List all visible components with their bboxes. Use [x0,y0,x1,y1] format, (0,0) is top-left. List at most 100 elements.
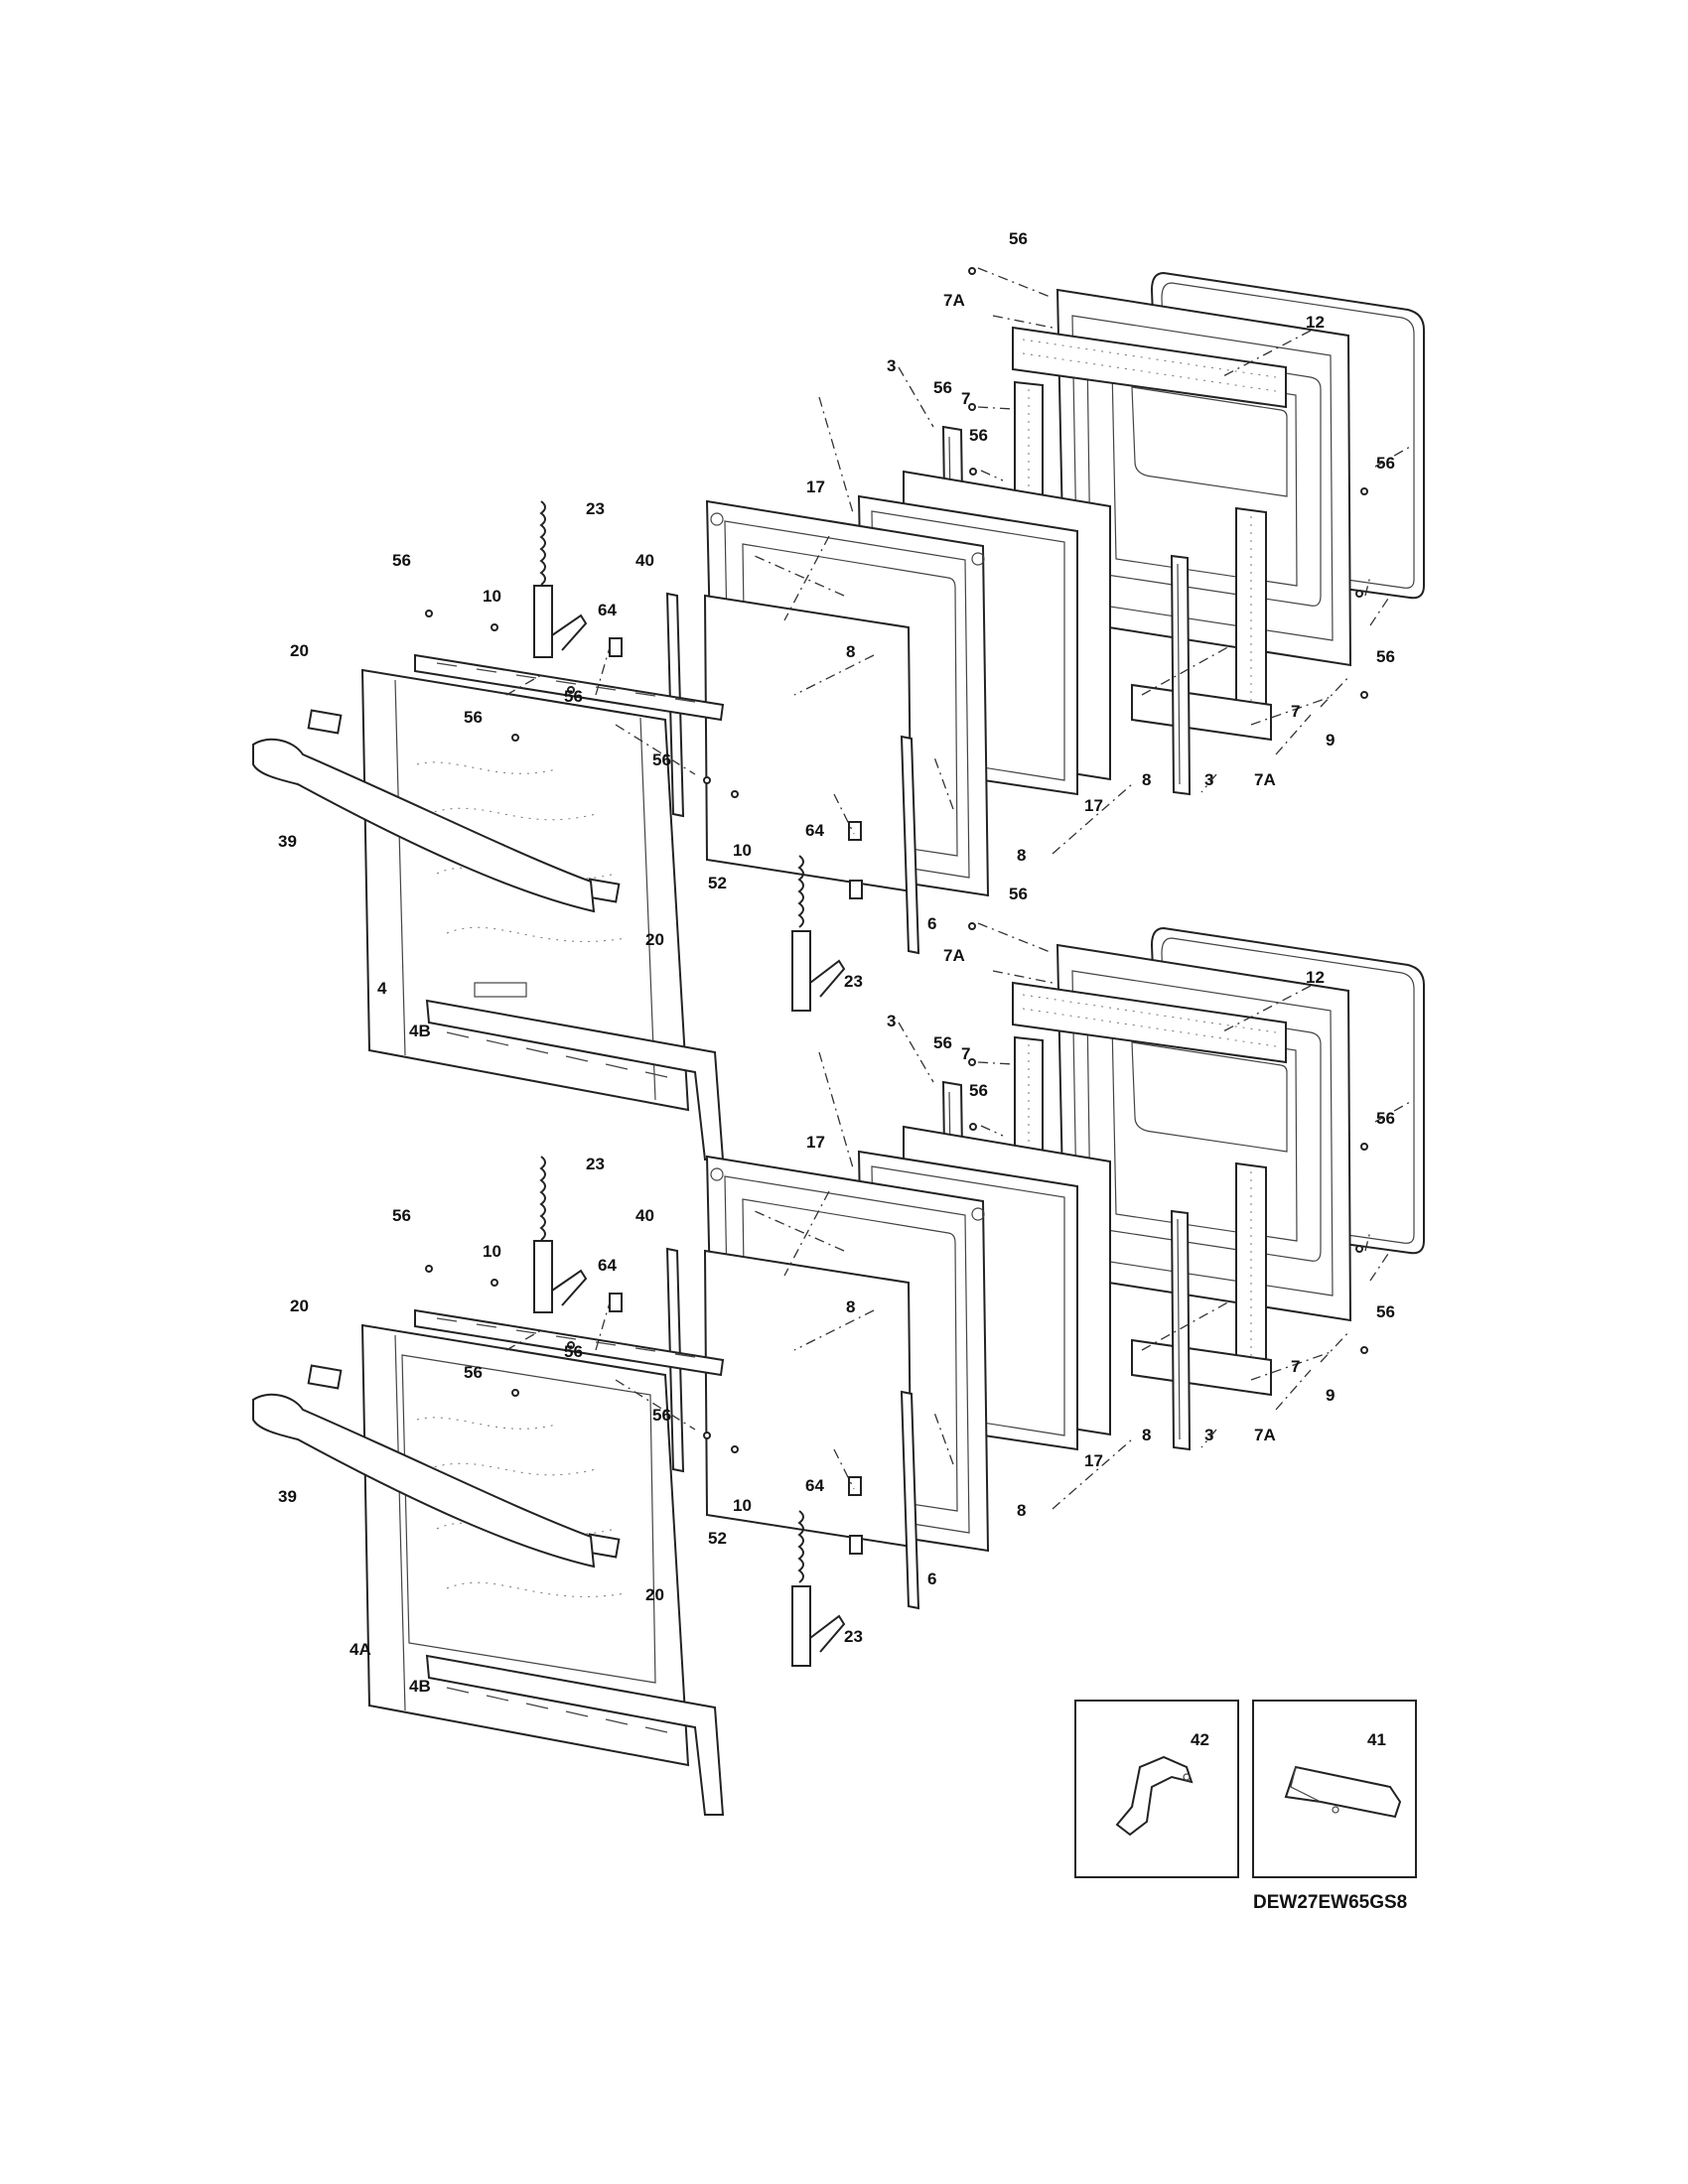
callout-labels-upper: 56 7A 12 56 3 7 56 56 23 17 56 10 40 64 … [278,229,1395,1040]
callout-label: 39 [278,1487,297,1506]
callout-label: 17 [1084,796,1103,815]
callout-label: 56 [564,1342,583,1361]
insulation-strip-bottom [1131,1338,1272,1397]
insulation-strip-top [1012,981,1287,1064]
callout-label: 39 [278,832,297,851]
door-handle [252,738,596,913]
callout-label: 23 [586,1155,605,1173]
door-bottom-trim [425,1654,725,1816]
callout-label: 20 [645,930,664,949]
screw [425,267,1368,798]
callout-label: 12 [1306,968,1325,987]
callout-label: 7A [943,946,965,965]
callout-label: 8 [1017,1501,1026,1520]
insulation-strip-top [1012,326,1287,409]
spacer-block [609,637,623,657]
callout-label: 7 [961,389,970,408]
callout-label: 56 [564,687,583,706]
callout-label: 56 [969,426,988,445]
insulation-strip-side-right [1235,1161,1267,1370]
callout-label: 7A [1254,1426,1276,1444]
callout-label: 56 [1376,454,1395,473]
callout-labels-inset: 42 41 [1191,1730,1386,1749]
callout-label: 56 [392,551,411,570]
callout-label: 17 [806,478,825,496]
callout-label: 12 [1306,313,1325,332]
lower-door-assembly [252,922,1425,1816]
callout-label: 23 [586,499,605,518]
callout-label: 8 [1017,846,1026,865]
callout-label: 4A [350,1640,371,1659]
callout-label: 4B [409,1677,431,1696]
callout-label: 7 [961,1044,970,1063]
callout-label: 3 [1204,770,1213,789]
callout-label: 56 [1009,885,1028,903]
callout-label: 7 [1291,702,1300,721]
door-channel-right [1170,554,1192,796]
spacer-block [609,1293,623,1312]
vent-left [307,709,343,735]
insulation-strip-side-right [1235,506,1267,715]
callout-label: 56 [392,1206,411,1225]
callout-label: 64 [598,601,617,619]
door-handle [252,1393,596,1569]
callout-label: 64 [598,1256,617,1275]
door-hinge-bottom [791,1510,846,1667]
callout-label: 23 [844,1627,863,1646]
callout-label: 56 [1376,1302,1395,1321]
inset-part-41 [1252,1700,1417,1878]
callout-label: 64 [805,1476,824,1495]
vent-left [307,1364,343,1390]
screw [425,922,1368,1453]
callout-label: 10 [483,587,501,606]
callout-label: 6 [927,1570,936,1588]
callout-labels-lower: 56 7A 12 56 3 7 56 56 23 17 56 10 40 64 … [278,885,1395,1696]
callout-label: 56 [652,1406,671,1425]
callout-label: 23 [844,972,863,991]
callout-label: 56 [652,751,671,769]
callout-label: 7A [1254,770,1276,789]
callout-label: 7A [943,291,965,310]
callout-label: 9 [1326,731,1335,750]
callout-label: 56 [1376,647,1395,666]
callout-label: 6 [927,914,936,933]
door-hinge-top [533,500,588,658]
callout-label: 3 [1204,1426,1213,1444]
callout-label: 56 [933,378,952,397]
door-bottom-trim [425,999,725,1160]
upper-door-assembly [252,267,1425,1160]
callout-label: 56 [933,1033,952,1052]
callout-label: 3 [887,356,896,375]
door-bracket-right [900,735,920,955]
callout-label: 40 [635,551,654,570]
callout-label: 10 [733,841,752,860]
callout-label: 42 [1191,1730,1209,1749]
door-bracket-right [900,1390,920,1610]
callout-label: 56 [1009,229,1028,248]
callout-label: 56 [1376,1109,1395,1128]
inset-part-42 [1074,1700,1239,1878]
callout-label: 10 [733,1496,752,1515]
callout-label: 52 [708,874,727,892]
door-channel-right [1170,1209,1192,1451]
callout-label: 8 [846,1297,855,1316]
callout-label: 10 [483,1242,501,1261]
callout-label: 52 [708,1529,727,1548]
callout-label: 17 [1084,1451,1103,1470]
callout-label: 8 [846,642,855,661]
callout-label: 4B [409,1022,431,1040]
callout-label: 20 [290,1297,309,1315]
callout-label: 20 [645,1585,664,1604]
door-hinge-top [533,1156,588,1313]
callout-label: 9 [1326,1386,1335,1405]
callout-label: 3 [887,1012,896,1030]
callout-label: 41 [1367,1730,1386,1749]
callout-label: 8 [1142,770,1151,789]
callout-label: 8 [1142,1426,1151,1444]
callout-label: 17 [806,1133,825,1152]
door-gasket [1150,271,1425,600]
door-hinge-bottom [791,855,846,1012]
callout-label: 56 [969,1081,988,1100]
model-code: DEW27EW65GS8 [1253,1892,1407,1913]
